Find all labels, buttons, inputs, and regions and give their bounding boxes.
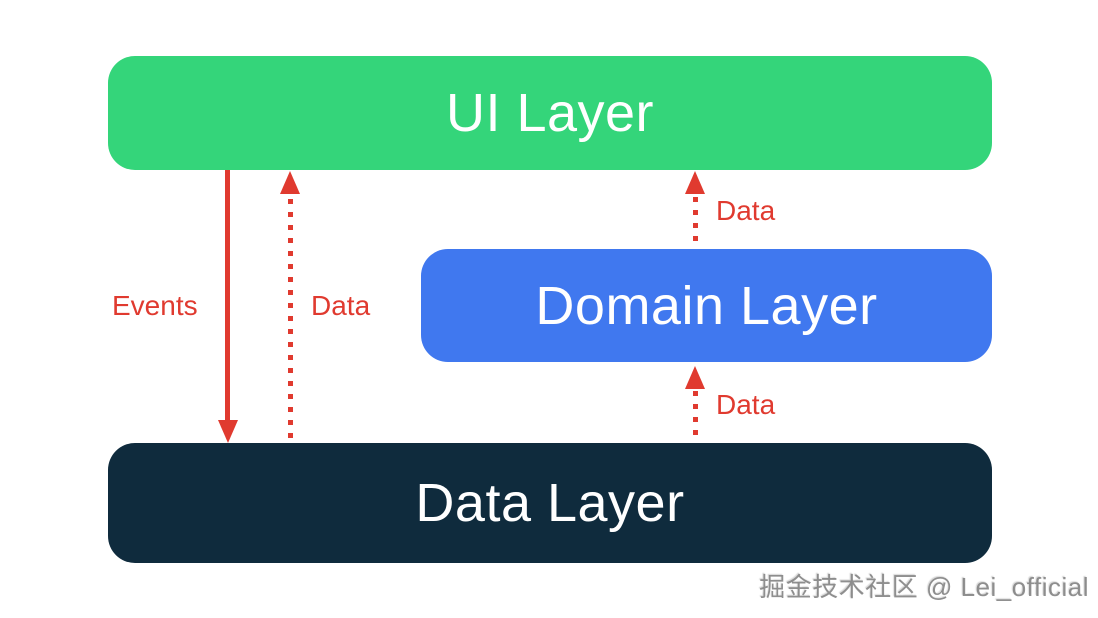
- watermark: 掘金技术社区 @ Lei_official: [759, 572, 1089, 602]
- arrow-up-icon: [280, 171, 300, 194]
- arrow-up-icon: [685, 366, 705, 389]
- domain-to-ui-arrow-line: [693, 197, 698, 248]
- data-layer-label: Data Layer: [415, 473, 685, 533]
- events-arrow-label: Events: [112, 290, 198, 321]
- data-to-domain-arrow-line: [693, 391, 698, 443]
- domain-to-ui-arrow-label: Data: [716, 195, 776, 226]
- arrow-down-icon: [218, 420, 238, 443]
- data-to-ui-arrow-label: Data: [311, 290, 371, 321]
- ui-layer-box: UI Layer: [108, 56, 992, 170]
- events-arrow-line: [225, 170, 230, 421]
- ui-layer-label: UI Layer: [445, 83, 655, 143]
- data-to-domain-arrow-label: Data: [716, 389, 776, 420]
- arrow-up-icon: [685, 171, 705, 194]
- domain-layer-label: Domain Layer: [535, 275, 878, 336]
- data-layer-box: Data Layer: [108, 443, 992, 563]
- domain-layer-box: Domain Layer: [421, 249, 992, 362]
- data-to-ui-arrow-line: [288, 199, 293, 443]
